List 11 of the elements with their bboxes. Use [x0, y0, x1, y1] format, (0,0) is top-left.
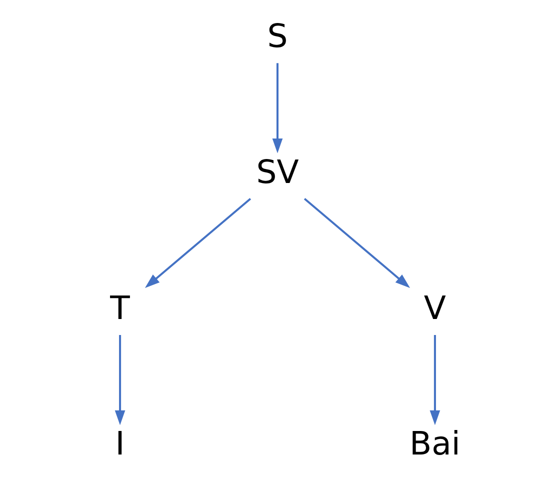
arrow — [272, 62, 283, 153]
node-text: S — [267, 16, 288, 54]
node-text: SV — [256, 152, 299, 190]
node-text: T — [110, 288, 130, 326]
node-text: Bai — [410, 424, 460, 462]
node-text: V — [424, 288, 446, 326]
arrow — [430, 334, 440, 425]
arrow — [304, 198, 410, 288]
node-text: I — [115, 424, 125, 462]
arrow — [144, 198, 252, 288]
arrow — [114, 334, 126, 425]
